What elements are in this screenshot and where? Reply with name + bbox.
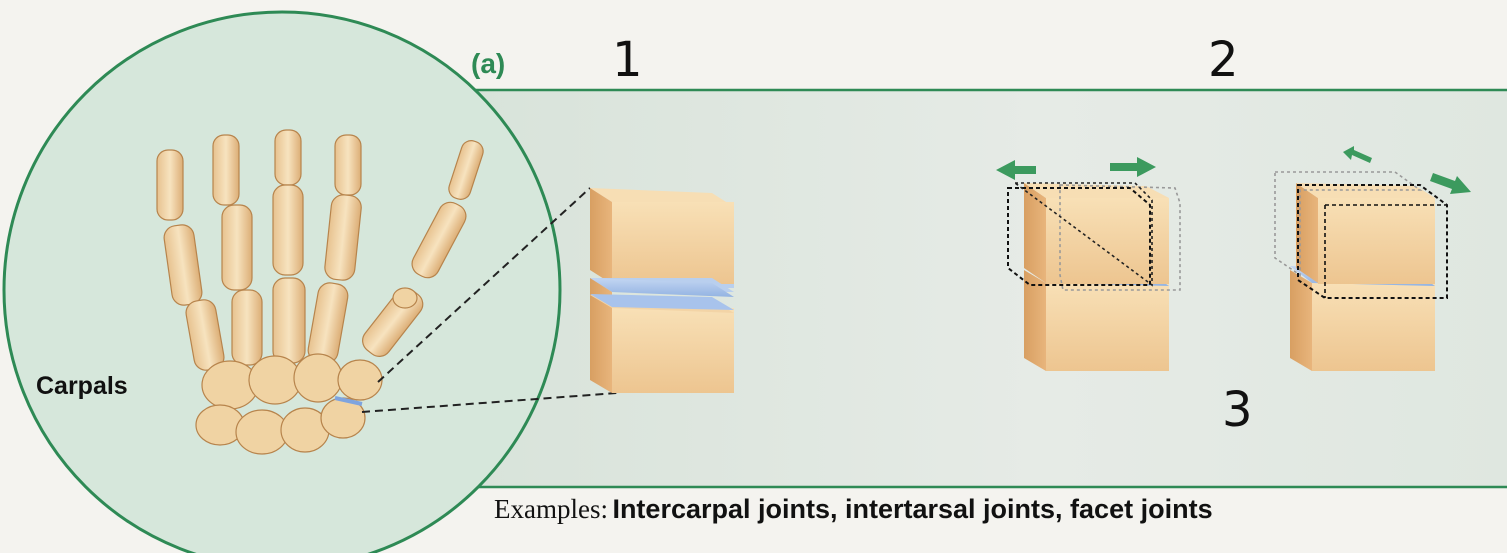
caption-lead: Examples: [494,494,608,524]
caption-examples: Intercarpal joints, intertarsal joints, … [612,494,1213,524]
arrow-back [1343,146,1372,163]
figure-caption: Examples: Intercarpal joints, intertarsa… [494,494,1213,525]
carpals-label: Carpals [36,372,128,400]
arrow-forward [1430,173,1471,194]
gliding-block-sideways [996,157,1181,371]
intercarpal-joint-marker [334,396,363,406]
ghost-outline-mid [1012,182,1153,287]
handwritten-number-3: 3 [1222,382,1253,438]
handwritten-number-2: 2 [1208,32,1239,88]
ghost-outline-right [1059,184,1181,291]
ghost-outline-front [1297,184,1448,299]
zoom-line-bottom [361,392,618,413]
gliding-block-diagonal [1274,146,1471,371]
part-label: (a) [471,48,506,79]
arrow-left [996,160,1036,180]
handwritten-number-1: 1 [612,32,643,88]
arrow-right [1110,157,1156,177]
hand-magnifier [2,10,562,553]
ghost-outline-back [1274,171,1423,277]
separated-bone-blocks [590,188,734,393]
hand-skeleton-illustration [156,129,484,455]
ghost-outline-left [1007,187,1151,286]
zoom-line-top [377,187,591,383]
